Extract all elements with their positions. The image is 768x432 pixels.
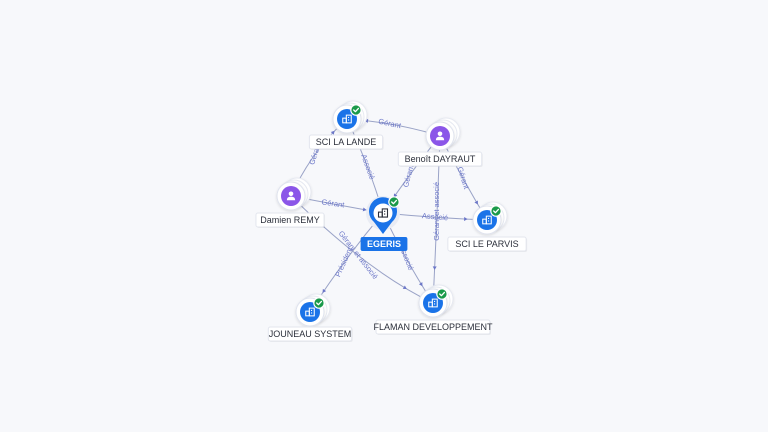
node-label: SCI LA LANDE [316, 137, 377, 147]
node-label: Damien REMY [260, 215, 320, 225]
node-label: FLAMAN DEVELOPPEMENT [373, 322, 493, 332]
edge-label: Associé [422, 211, 449, 222]
building-icon [377, 208, 389, 218]
node-label: JOUNEAU SYSTEM [269, 329, 352, 339]
edge-arrow-icon [474, 200, 478, 205]
node-label-box [360, 237, 408, 251]
edge-arrow-icon [362, 207, 367, 212]
building-icon [428, 298, 438, 308]
edge-label: Gérant [455, 166, 471, 191]
node-label: Benoît DAYRAUT [405, 154, 476, 164]
node-label-box [397, 151, 483, 167]
edge-label: Associé [359, 153, 376, 181]
node-label-box [375, 319, 491, 335]
edge-arrow-icon [418, 282, 423, 287]
node-label-box [308, 134, 384, 150]
building-icon [305, 307, 315, 317]
edge-label: Président [333, 245, 354, 278]
nodes-layer: EGERIS SCI LA LANDE Benoît DAYRAUT Damien R… [255, 100, 528, 342]
node-label-box [447, 236, 527, 252]
edge-label: Gérant [321, 197, 346, 209]
node-label: SCI LE PARVIS [455, 239, 518, 249]
verified-check-icon [313, 297, 325, 309]
edge-arrow-icon [432, 266, 437, 270]
node-label-box [267, 326, 353, 342]
node-sci-la-lande[interactable]: SCI LA LANDE [308, 100, 384, 150]
node-egeris[interactable]: EGERIS [360, 196, 408, 251]
edge-arrow-icon [322, 288, 327, 293]
node-damien[interactable]: Damien REMY [255, 177, 326, 228]
building-icon [482, 215, 492, 225]
verified-check-icon [388, 196, 400, 208]
verified-check-icon [490, 205, 502, 217]
node-label: EGERIS [367, 239, 401, 249]
node-jouneau[interactable]: JOUNEAU SYSTEM [267, 293, 353, 342]
edge-label: Gérant et associé [432, 182, 441, 241]
verified-check-icon [350, 104, 362, 116]
edge-arrow-icon [364, 118, 369, 123]
edge-arrow-icon [464, 216, 468, 221]
building-icon [342, 114, 352, 124]
edge-arrow-icon [330, 130, 335, 135]
verified-check-icon [436, 288, 448, 300]
edge-label: Gérant [378, 117, 403, 131]
person-icon [286, 191, 296, 201]
node-benoit[interactable]: Benoît DAYRAUT [397, 117, 483, 167]
edge-arrow-icon [402, 285, 407, 290]
node-label-box [255, 212, 325, 228]
person-icon [435, 131, 445, 141]
node-sci-le-parvis[interactable]: SCI LE PARVIS [447, 201, 528, 252]
node-flaman[interactable]: FLAMAN DEVELOPPEMENT [373, 284, 493, 335]
